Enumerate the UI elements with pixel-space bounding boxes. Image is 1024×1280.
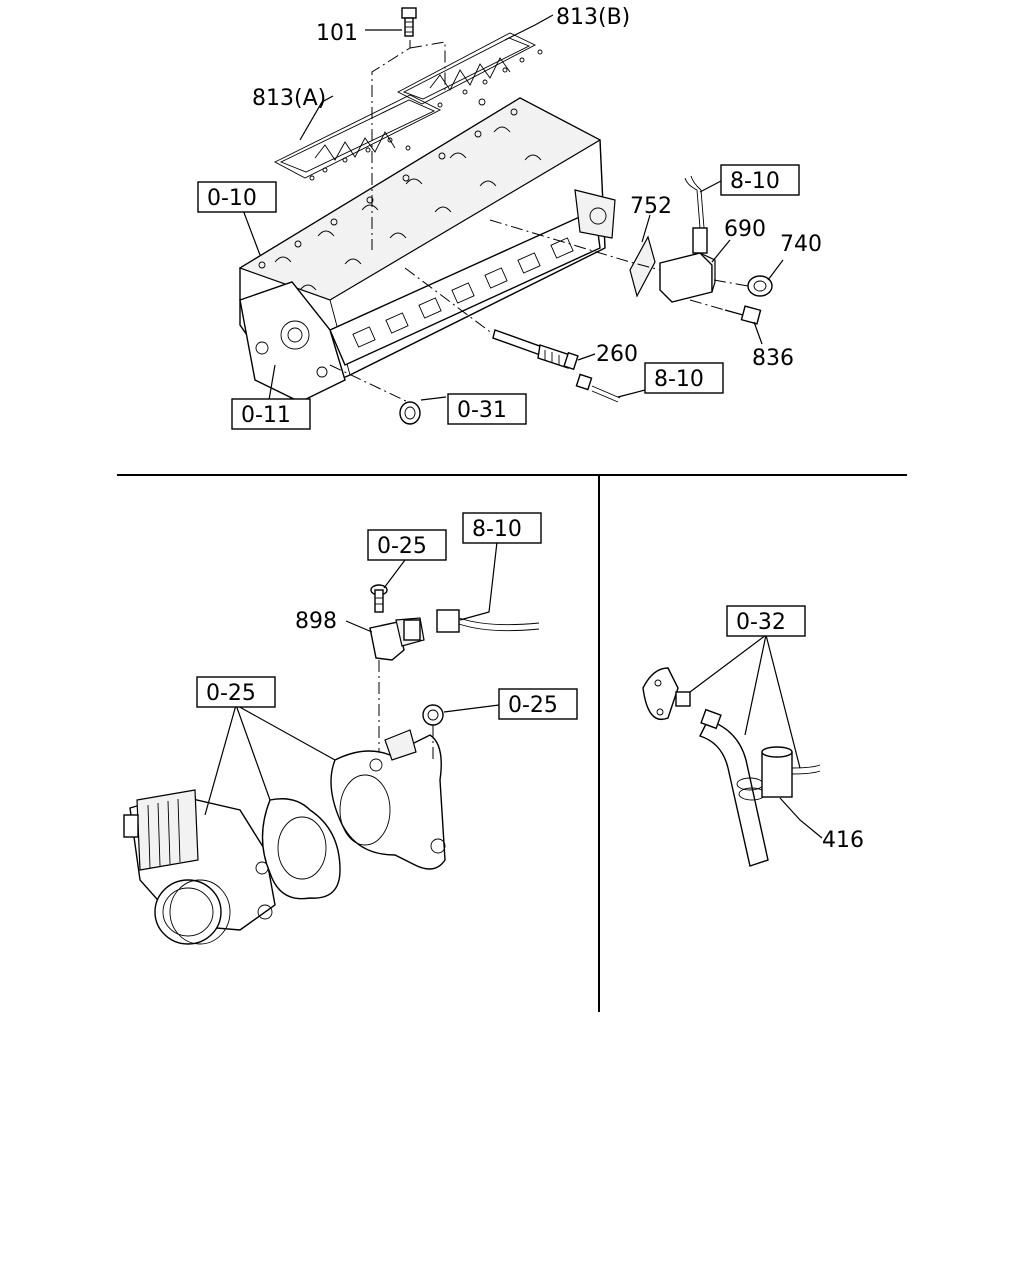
gasket-752 xyxy=(629,235,656,298)
callout-260: 260 xyxy=(596,342,638,367)
callout-740: 740 xyxy=(780,232,822,257)
bolt-101-center-line xyxy=(371,40,411,250)
callout-813a: 813(A) xyxy=(252,86,326,111)
svg-text:0-32: 0-32 xyxy=(736,610,786,635)
callout-898: 898 xyxy=(295,609,337,634)
ref-box-032[interactable]: 0-32 xyxy=(726,605,806,637)
bolt-836 xyxy=(724,305,762,325)
sensor-416 xyxy=(761,746,821,798)
glow-plug-connector xyxy=(575,373,621,403)
gasket-b-link-line xyxy=(409,41,446,90)
throttle-gasket xyxy=(261,798,341,900)
svg-text:0-11: 0-11 xyxy=(241,403,291,428)
svg-text:0-25: 0-25 xyxy=(508,693,558,718)
sensor-690-center-line xyxy=(489,219,661,271)
gasket-813b xyxy=(397,32,543,108)
svg-text:8-10: 8-10 xyxy=(472,517,522,542)
callout-416: 416 xyxy=(822,828,864,853)
svg-text:8-10: 8-10 xyxy=(730,169,780,194)
ref-box-025-bolt[interactable]: 0-25 xyxy=(367,529,447,561)
bolt-025 xyxy=(370,584,388,613)
plug-031-center-line xyxy=(329,364,409,403)
ref-box-010[interactable]: 0-10 xyxy=(197,181,277,213)
svg-text:0-31: 0-31 xyxy=(457,398,507,423)
cylinder-head-assembly xyxy=(238,97,616,403)
callout-752: 752 xyxy=(630,194,672,219)
bolt-101 xyxy=(401,7,417,37)
ref-box-810-bottom[interactable]: 8-10 xyxy=(462,512,542,544)
ref-box-810-top[interactable]: 8-10 xyxy=(720,164,800,196)
ref-box-011[interactable]: 0-11 xyxy=(231,398,311,430)
svg-text:0-25: 0-25 xyxy=(377,534,427,559)
intake-adapter xyxy=(330,729,446,870)
callout-836: 836 xyxy=(752,346,794,371)
sensor-690 xyxy=(659,175,716,303)
glow-plug-260 xyxy=(492,329,579,371)
gasket-813a xyxy=(274,94,442,181)
ref-box-025-nut[interactable]: 0-25 xyxy=(498,688,578,720)
hose-assembly xyxy=(642,667,769,867)
connector-810 xyxy=(436,609,540,633)
ref-box-031[interactable]: 0-31 xyxy=(447,393,527,425)
sensor-898 xyxy=(369,617,425,661)
callout-690: 690 xyxy=(724,217,766,242)
plug-031 xyxy=(399,401,421,425)
svg-text:0-25: 0-25 xyxy=(206,681,256,706)
nut-025 xyxy=(422,704,444,726)
ref-box-025-left[interactable]: 0-25 xyxy=(196,676,276,708)
glow-plug-center-line xyxy=(404,267,494,335)
nut-740 xyxy=(747,275,773,297)
callout-813b: 813(B) xyxy=(556,5,630,30)
svg-text:8-10: 8-10 xyxy=(654,367,704,392)
ref-box-810-mid[interactable]: 8-10 xyxy=(644,362,724,394)
throttle-body xyxy=(123,789,276,945)
callout-101: 101 xyxy=(316,21,358,46)
svg-text:0-10: 0-10 xyxy=(207,186,257,211)
